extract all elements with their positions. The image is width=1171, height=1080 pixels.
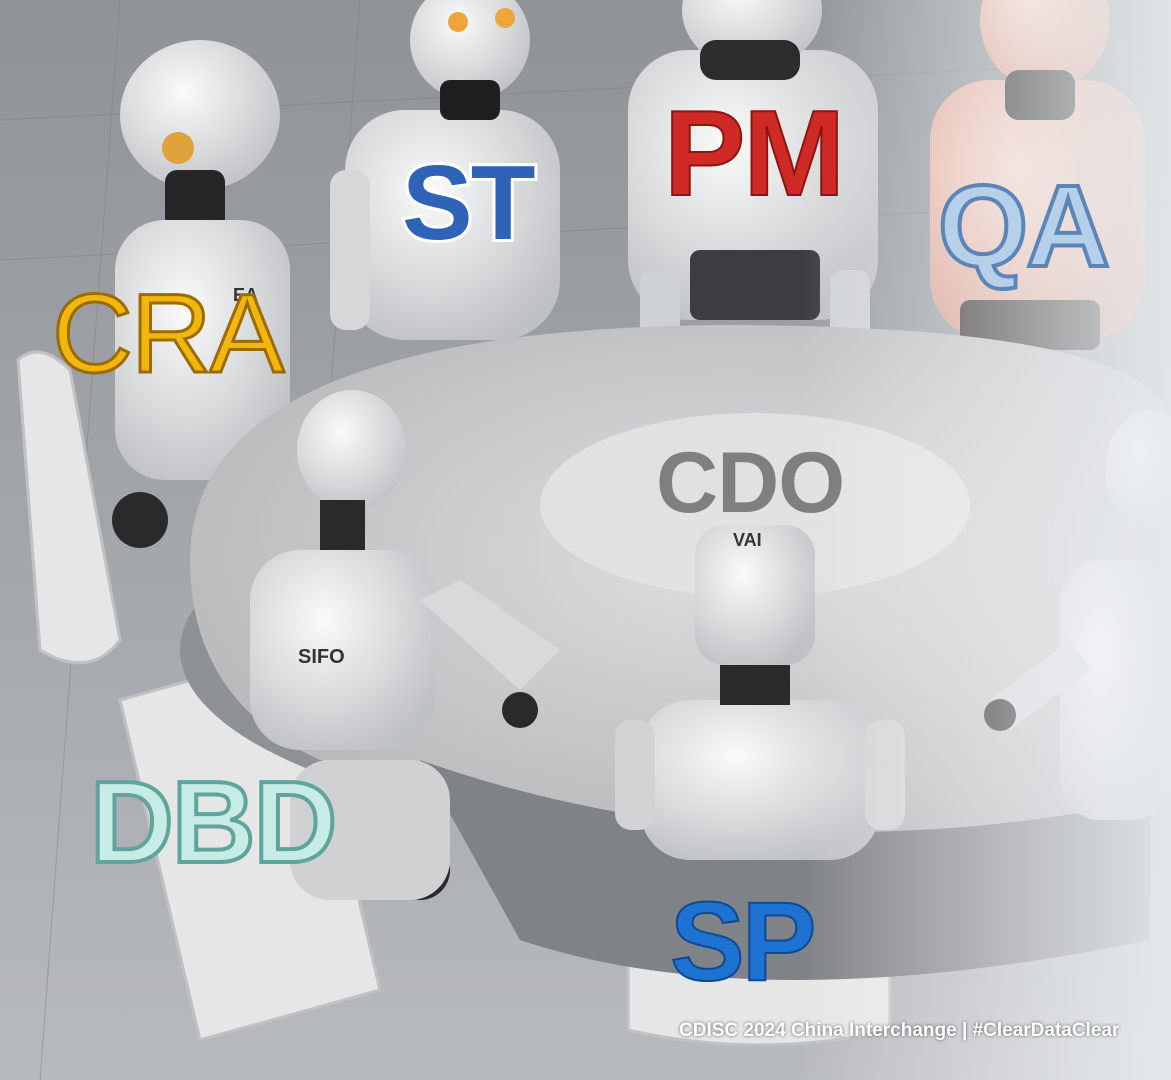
role-label-pm: PM <box>663 85 846 221</box>
role-label-cra: CRA <box>50 271 285 396</box>
cra-chest-mark: EA <box>233 285 259 305</box>
role-label-cdo: CDO <box>656 435 845 531</box>
vai-head-mark: VAI <box>733 530 762 550</box>
role-label-st: ST <box>399 144 538 262</box>
robot-cra <box>112 40 290 548</box>
role-label-qa: QA <box>936 161 1112 291</box>
footer-caption: CDISC 2024 China Interchange | #ClearDat… <box>679 1020 1120 1041</box>
role-label-sp: SP <box>669 879 817 1004</box>
role-label-dbd: DBD <box>88 757 339 887</box>
robot-dbd <box>250 390 560 900</box>
robot-st <box>330 0 560 340</box>
right-haze <box>800 0 1171 1080</box>
sifo-chest-mark: SIFO <box>298 646 345 668</box>
